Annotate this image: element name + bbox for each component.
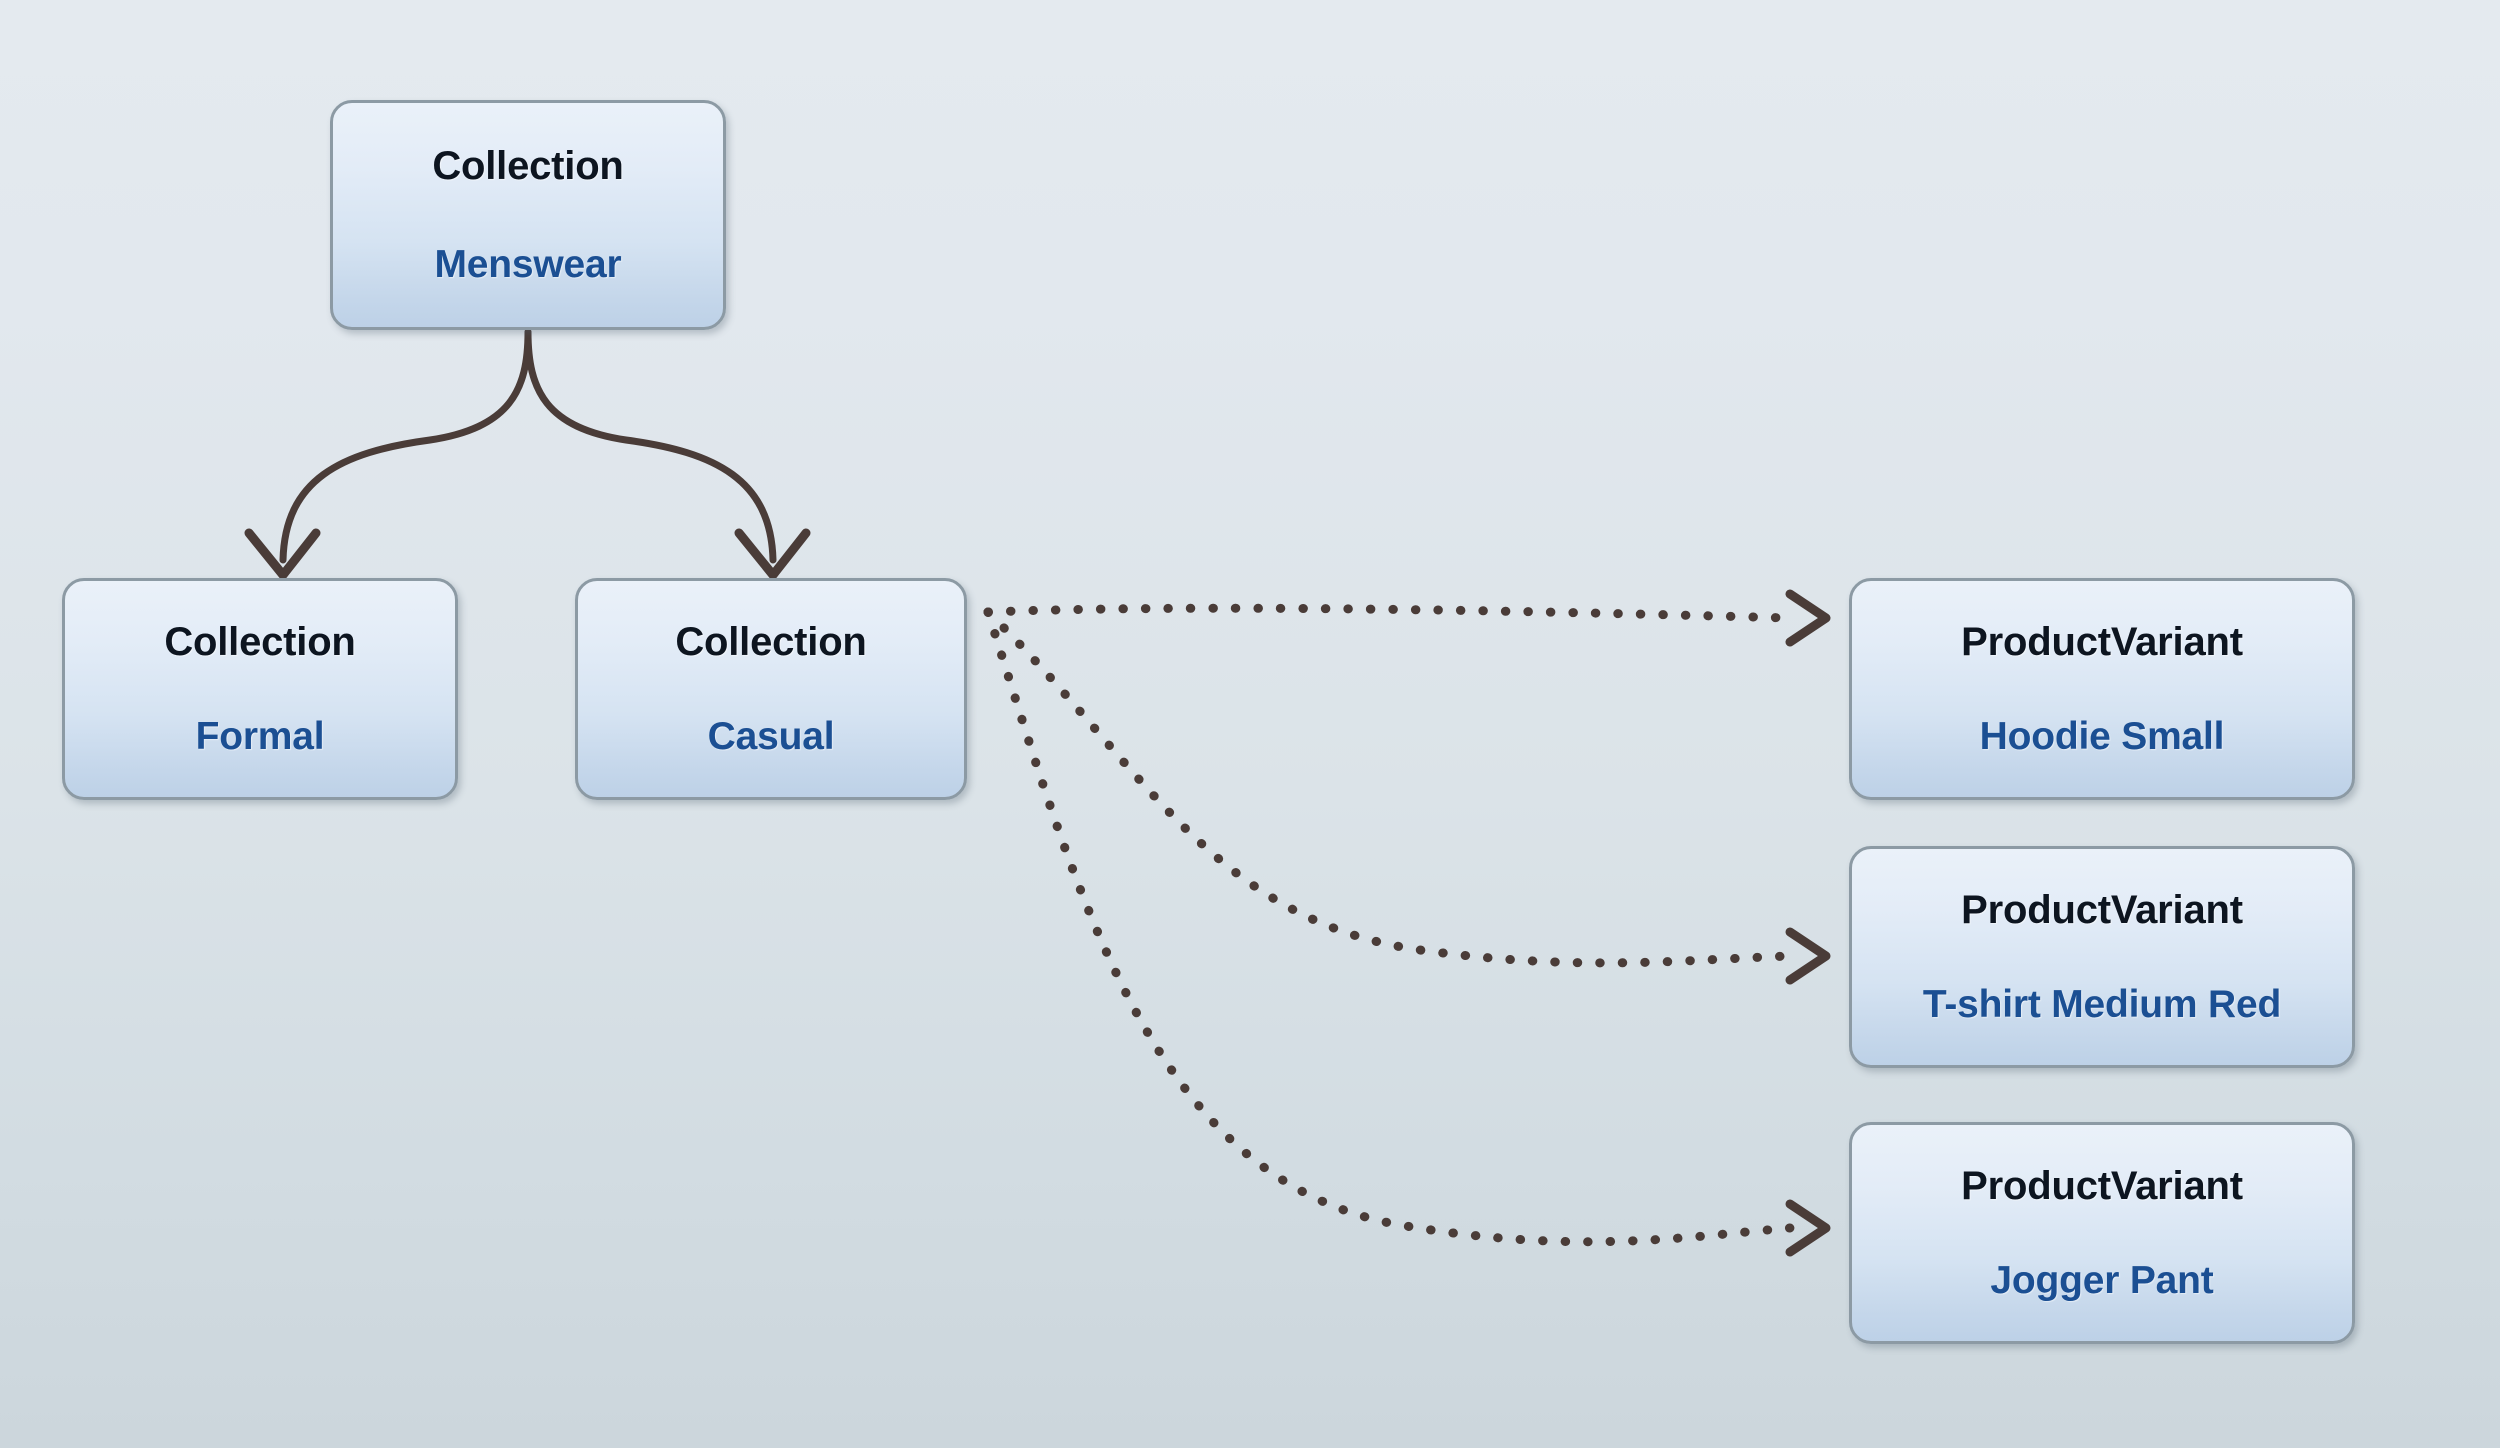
node-type-label: Collection [164, 620, 356, 665]
edge-casual-to-jogger [983, 607, 1831, 1257]
node-type-label: ProductVariant [1961, 620, 2243, 665]
node-value-label: Hoodie Small [1979, 714, 2225, 758]
edge-casual-to-tshirt [983, 607, 1831, 985]
node-value-label: Jogger Pant [1990, 1258, 2214, 1302]
node-type-label: ProductVariant [1961, 888, 2243, 933]
node-value-label: Formal [195, 714, 325, 758]
node-value-label: T-shirt Medium Red [1922, 982, 2282, 1026]
node-collection-menswear[interactable]: Collection Menswear [330, 100, 726, 330]
edge-menswear-to-formal [244, 328, 532, 580]
node-type-label: ProductVariant [1961, 1164, 2243, 1209]
node-collection-formal[interactable]: Collection Formal [62, 578, 458, 800]
node-productvariant-jogger-pant[interactable]: ProductVariant Jogger Pant [1849, 1122, 2355, 1344]
edge-casual-to-hoodie [983, 589, 1831, 647]
node-type-label: Collection [432, 144, 624, 189]
node-collection-casual[interactable]: Collection Casual [575, 578, 967, 800]
node-type-label: Collection [675, 620, 867, 665]
node-value-label: Menswear [434, 242, 622, 286]
node-value-label: Casual [707, 714, 835, 758]
node-productvariant-hoodie-small[interactable]: ProductVariant Hoodie Small [1849, 578, 2355, 800]
edge-menswear-to-casual [524, 328, 811, 580]
node-productvariant-tshirt-medium-red[interactable]: ProductVariant T-shirt Medium Red [1849, 846, 2355, 1068]
